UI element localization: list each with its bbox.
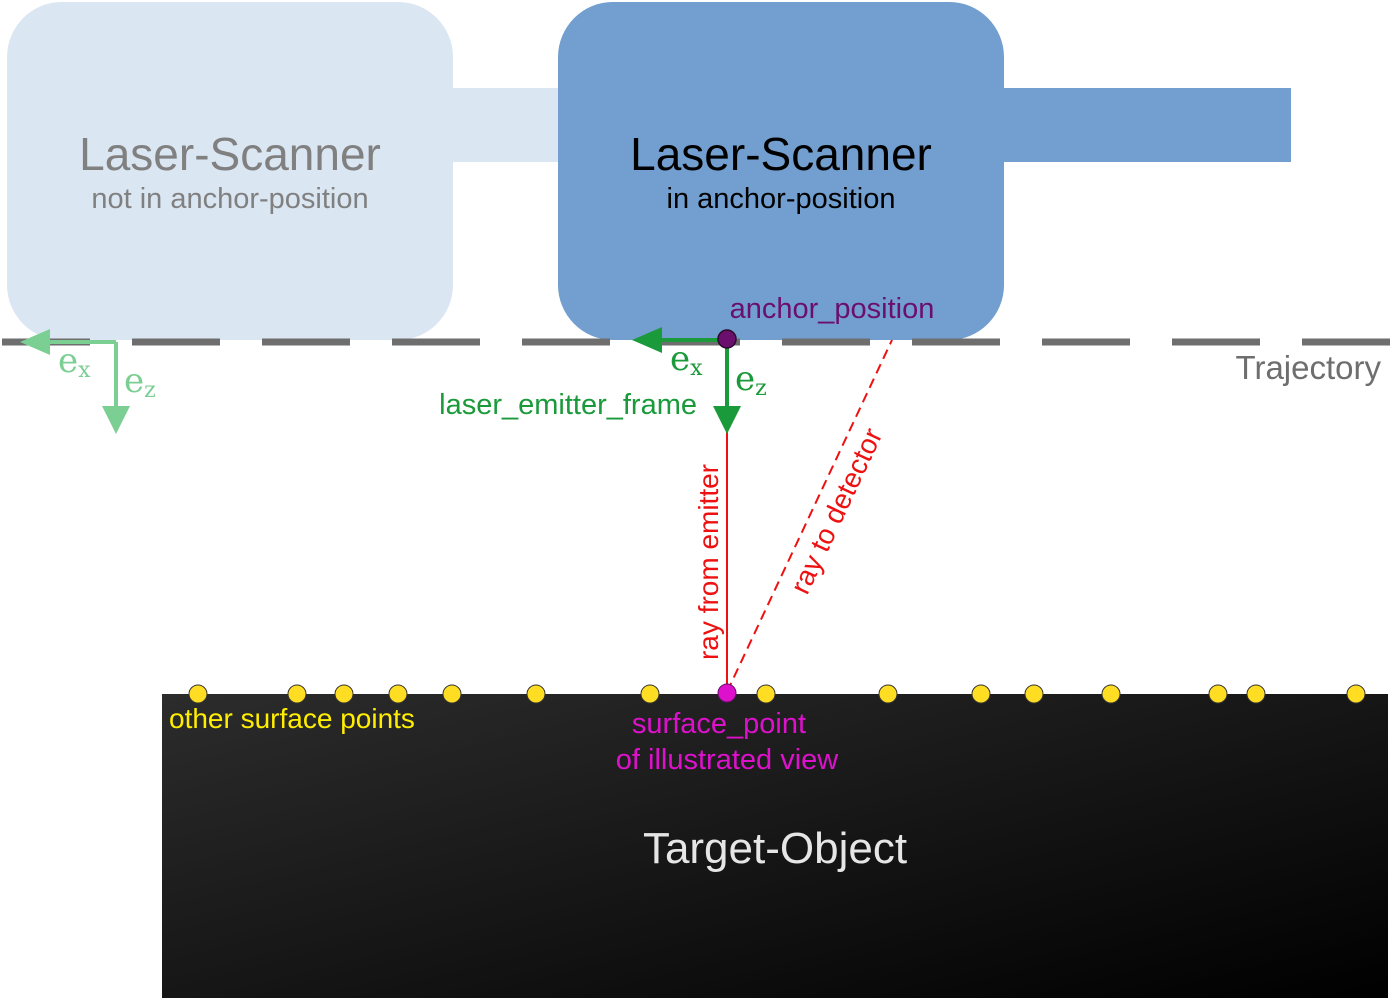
ray-to-detector [726, 339, 893, 693]
surface-point-dot [1208, 684, 1228, 704]
surface-point-dot [1346, 684, 1366, 704]
active-scanner-box [558, 2, 1004, 340]
ghost-ez-label: ez [124, 361, 156, 403]
target-object [162, 694, 1388, 998]
active-scanner-arm [990, 88, 1291, 162]
active-scanner-subtitle: in anchor-position [667, 183, 896, 215]
ghost-scanner-arm [440, 88, 580, 162]
surface-point-dot [756, 684, 776, 704]
target-object-label: Target-Object [643, 824, 907, 873]
active-scanner-title: Laser-Scanner [630, 128, 932, 180]
emitter-frame-axes [632, 327, 741, 434]
emitter-ez-label: ez [735, 359, 767, 401]
emitter-ex-label: ex [670, 339, 703, 381]
ghost-frame-axes [20, 329, 130, 434]
surface-point-dot [640, 684, 660, 704]
ghost-ex-arrow-icon [20, 329, 50, 355]
trajectory-label: Trajectory [1236, 349, 1382, 386]
ghost-scanner-box [7, 2, 453, 340]
surface-point-label-line2: of illustrated view [616, 744, 839, 776]
surface-point-label: surface_point of illustrated view [616, 708, 839, 776]
ghost-ex-label: ex [58, 341, 91, 383]
ray-from-emitter-label: ray from emitter [693, 464, 724, 660]
surface-point-dot [1246, 684, 1266, 704]
other-surface-points [188, 684, 1366, 704]
surface-point-dot [878, 684, 898, 704]
ghost-scanner-title: Laser-Scanner [79, 128, 381, 180]
other-surface-points-label: other surface points [169, 703, 415, 734]
illustrated-surface-point [717, 683, 737, 703]
ray-to-detector-label: ray to detector [784, 423, 888, 598]
laser-emitter-frame-label: laser_emitter_frame [439, 389, 697, 421]
surface-point-dot [334, 684, 354, 704]
surface-point-dot [188, 684, 208, 704]
surface-point-label-line1: surface_point [632, 708, 806, 740]
ghost-ez-arrow-icon [102, 406, 130, 434]
emitter-ex-arrow-icon [632, 327, 662, 353]
surface-point-dot [287, 684, 307, 704]
surface-point-dot [971, 684, 991, 704]
anchor-position-label: anchor_position [730, 293, 935, 325]
surface-point-dot [442, 684, 462, 704]
surface-point-dot [526, 684, 546, 704]
anchor-point [717, 329, 737, 349]
surface-point-dot [1101, 684, 1121, 704]
emitter-ez-arrow-icon [713, 406, 741, 434]
surface-point-dot [1024, 684, 1044, 704]
ghost-scanner-subtitle: not in anchor-position [91, 183, 368, 215]
surface-point-dot [388, 684, 408, 704]
